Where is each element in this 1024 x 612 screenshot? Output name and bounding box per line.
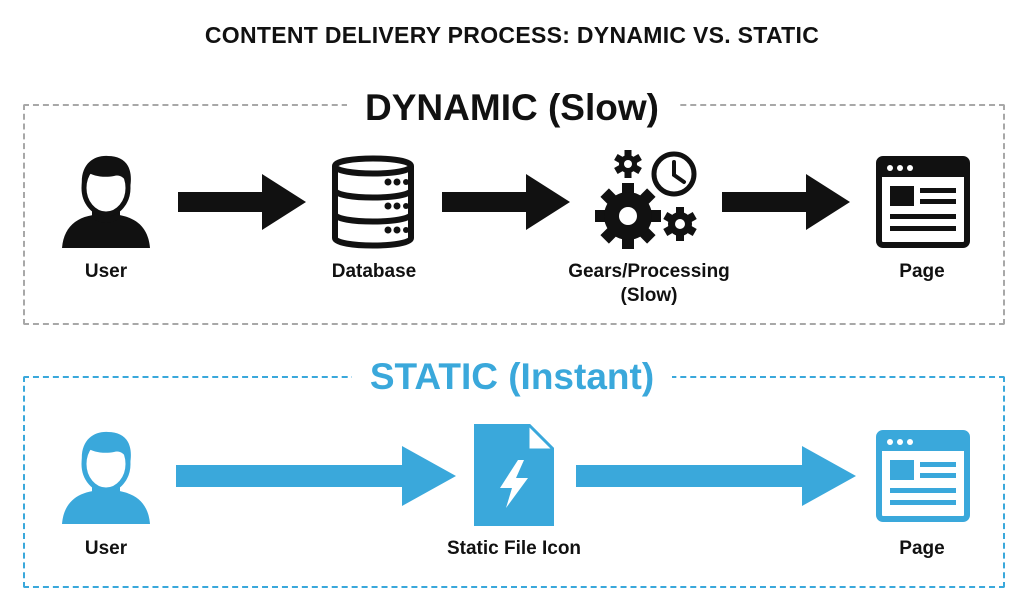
dynamic-page-label: Page [899,261,945,282]
dynamic-database-label: Database [331,261,417,282]
static-heading: STATIC (Instant) [351,356,673,397]
user-icon [62,431,150,524]
gears-clock-icon [595,150,697,249]
static-file-label: Static File Icon [446,538,582,559]
static-user-label: User [84,538,128,559]
dynamic-heading: DYNAMIC (Slow) [347,87,677,128]
dynamic-processing-label: Gears/Processing (Slow) [568,261,730,306]
arrow-right-icon [176,446,456,506]
user-icon [62,155,150,248]
dynamic-user-label: User [84,261,128,282]
arrow-right-icon [722,174,850,230]
static-page-label: Page [899,538,945,559]
browser-page-icon [876,430,970,522]
arrow-right-icon [576,446,856,506]
browser-page-icon [876,156,970,248]
database-icon [332,155,414,249]
arrow-right-icon [178,174,306,230]
diagram-title: CONTENT DELIVERY PROCESS: DYNAMIC VS. ST… [204,22,820,48]
static-file-icon [474,424,554,526]
arrow-right-icon [442,174,570,230]
